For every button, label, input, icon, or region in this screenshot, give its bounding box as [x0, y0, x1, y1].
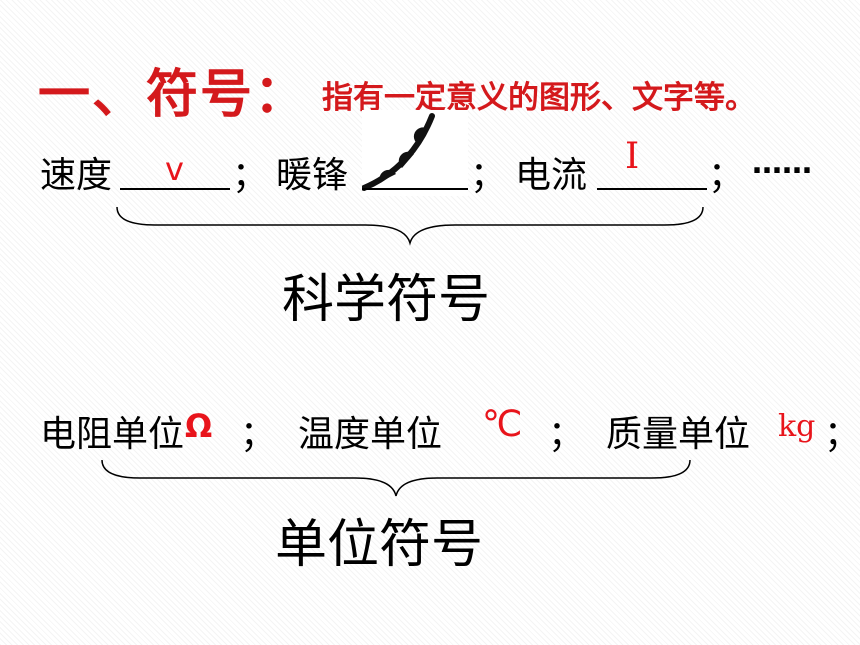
current-symbol: I — [625, 136, 640, 177]
resistance-label: 电阻单位 — [40, 414, 185, 455]
current-blank — [597, 152, 707, 190]
science-symbols-brace-icon — [116, 206, 704, 246]
temperature-label: 温度单位 — [298, 414, 443, 455]
row1-separator-1: ； — [232, 155, 269, 196]
warm-front-label: 暖锋 — [276, 155, 349, 196]
warm-front-icon-box — [361, 110, 468, 196]
current-label: 电流 — [515, 155, 588, 196]
speed-symbol: v — [165, 150, 184, 188]
row2-separator-2: ； — [548, 414, 585, 455]
speed-label: 速度 — [40, 155, 113, 196]
warm-front-blank — [362, 152, 468, 190]
row2-separator-1: ； — [240, 414, 277, 455]
row2-separator-3: ； — [824, 414, 860, 455]
mass-unit: kg — [778, 409, 816, 444]
temperature-unit: ℃ — [482, 404, 523, 445]
resistance-unit: Ω — [185, 407, 213, 445]
mass-label: 质量单位 — [606, 414, 751, 455]
row1-separator-2: ； — [470, 155, 507, 196]
unit-symbols-brace-icon — [101, 459, 691, 497]
science-symbols-label: 科学符号 — [282, 270, 491, 330]
warm-front-icon — [361, 113, 435, 191]
unit-symbols-label: 单位符号 — [275, 515, 484, 575]
title-main: 一、符号： — [38, 65, 309, 125]
row1-separator-3: ； — [708, 155, 745, 196]
speed-blank — [120, 152, 230, 190]
row1-ellipsis: …… — [752, 146, 812, 181]
